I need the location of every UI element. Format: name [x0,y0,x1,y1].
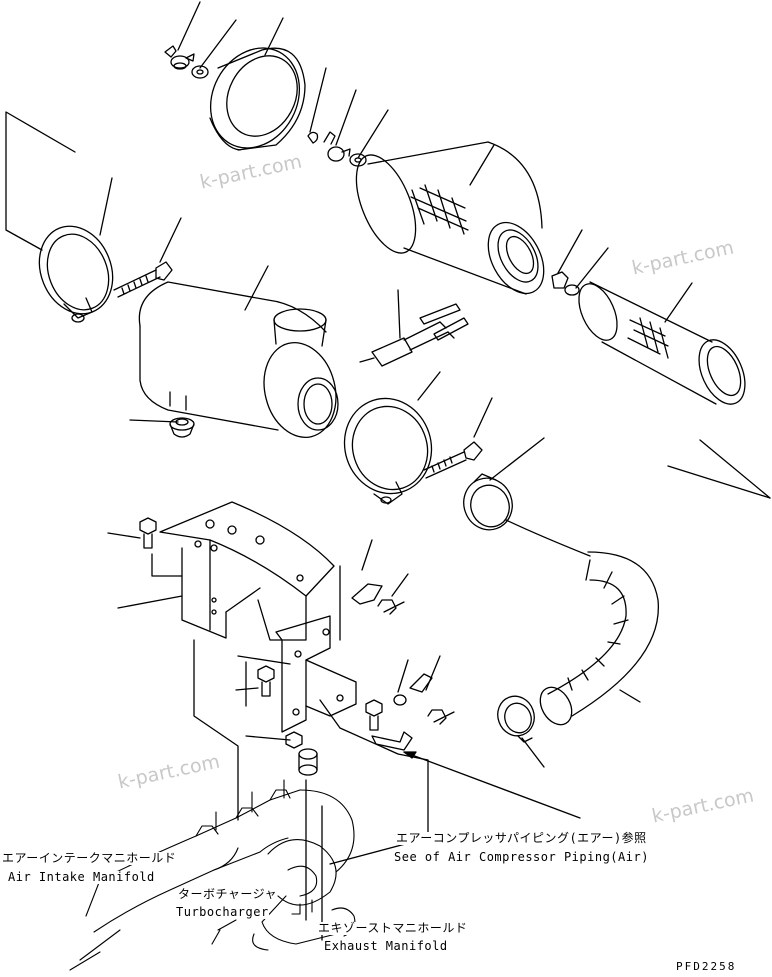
wing-nut-top [164,45,195,70]
inner-element [578,281,746,405]
clip-bracket [351,583,383,605]
bracket-support [159,501,335,641]
air-intake-label-en: Air Intake Manifold [8,870,155,884]
bolt-middle [423,441,483,479]
bracket-bolts [139,517,455,731]
exhaust-label-jp: エキゾーストマニホールド [318,921,468,935]
leader-lines [99,1,693,768]
band-clamp-middle [343,397,433,505]
exhaust-label-en: Exhaust Manifold [324,939,448,953]
gasket [169,417,195,438]
assembly-reference-lines [5,111,771,499]
outer-element [355,141,545,295]
band-clamp-left [38,225,114,323]
turbo-label-en: Turbocharger [176,905,269,919]
spacers [285,731,318,776]
clip [307,131,319,144]
bolt-left [113,261,173,298]
compressor-label-jp: エアーコンプレッサパイピング(エアー)参照 [396,831,647,845]
reference-arrow [403,751,581,819]
air-intake-label-jp: エアーインテークマニホールド [2,851,177,865]
mounting-plate [275,615,357,733]
dust-indicator [359,303,469,367]
drawing-code: PFD2258 [676,960,737,973]
engine-reference-lines [151,553,429,941]
hose-clamp-upper [463,473,513,531]
washer-3 [393,694,407,706]
end-cover [209,47,306,151]
intake-hose [505,519,659,726]
washer [349,153,367,167]
small-bracket [371,731,413,751]
compressor-label-en: See of Air Compressor Piping(Air) [394,850,649,864]
clip-small [409,673,433,693]
air-cleaner-body [138,281,339,438]
turbo-label-jp: ターボチャージャ [178,887,278,901]
wing-nut-small [323,131,351,162]
nut [551,271,569,289]
hose-clamp-lower [497,695,535,743]
washer-top [191,65,209,79]
washer-2 [564,284,580,296]
